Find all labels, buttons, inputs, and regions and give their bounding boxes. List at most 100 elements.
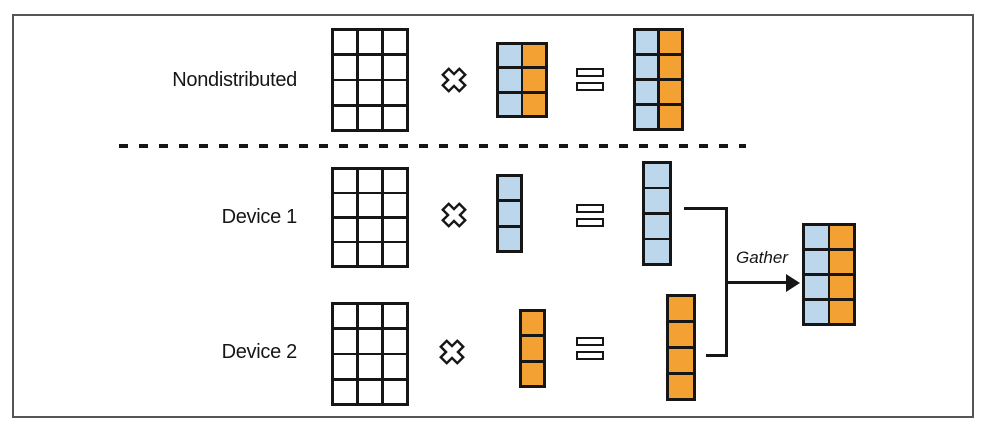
matrix-cell (830, 275, 854, 299)
input-matrix-nondistributed (331, 28, 409, 132)
bracket-vertical (725, 207, 728, 357)
weight-column-device-1 (496, 174, 523, 253)
matrix-cell (668, 374, 694, 399)
matrix-cell (333, 243, 357, 266)
matrix-cell (383, 106, 407, 130)
matrix-cell (383, 30, 407, 54)
matrix-cell (635, 80, 658, 104)
equals-icon (576, 68, 604, 91)
equals-bar (576, 82, 604, 91)
matrix-cell (358, 30, 382, 54)
row-label-device-2: Device 2 (221, 341, 298, 363)
matrix-cell (644, 240, 670, 264)
matrix-cell (358, 81, 382, 105)
matrix-cell (358, 355, 382, 379)
bracket-bottom-stub (706, 354, 728, 357)
matrix-cell (498, 202, 521, 225)
matrix-cell (498, 69, 521, 91)
matrix-cell (333, 81, 357, 105)
matrix-cell (333, 218, 357, 241)
matrix-cell (523, 44, 546, 67)
matrix-cell (333, 169, 357, 192)
matrix-cell (659, 80, 682, 104)
matrix-cell (358, 55, 382, 79)
matrix-cell (383, 55, 407, 79)
matrix-cell (383, 169, 407, 192)
matrix-cell (635, 105, 658, 129)
gathered-result-matrix (802, 223, 856, 326)
matrix-cell (635, 55, 658, 79)
matrix-cell (333, 55, 357, 79)
bracket-top-stub (684, 207, 728, 210)
matrix-cell (804, 300, 828, 324)
matrix-cell (644, 214, 670, 238)
matrix-cell (358, 106, 382, 130)
matrix-cell (383, 243, 407, 266)
equals-bar (576, 337, 604, 346)
matrix-cell (498, 176, 521, 200)
gather-label: Gather (736, 248, 788, 267)
matrix-cell (498, 44, 521, 67)
matrix-cell (668, 348, 694, 373)
equals-bar (576, 351, 604, 360)
matrix-cell (333, 106, 357, 130)
matrix-cell (830, 225, 854, 249)
matrix-cell (644, 163, 670, 187)
output-column-device-1 (642, 161, 672, 266)
gather-arrow-shaft (728, 281, 788, 284)
multiply-icon (438, 338, 466, 366)
matrix-cell (804, 225, 828, 249)
matrix-cell (668, 322, 694, 347)
matrix-cell (383, 355, 407, 379)
matrix-cell (659, 55, 682, 79)
matrix-cell (358, 304, 382, 328)
equals-icon (576, 204, 604, 227)
matrix-cell (383, 329, 407, 353)
equals-bar (576, 204, 604, 213)
matrix-cell (333, 304, 357, 328)
diagram-frame (12, 14, 974, 418)
matrix-cell (358, 329, 382, 353)
matrix-cell (383, 380, 407, 404)
gather-arrow-icon (786, 273, 800, 292)
matrix-cell (521, 311, 544, 335)
matrix-cell (830, 250, 854, 274)
matrix-cell (358, 194, 382, 217)
matrix-cell (358, 243, 382, 266)
matrix-cell (644, 189, 670, 213)
matrix-cell (804, 275, 828, 299)
matrix-cell (383, 194, 407, 217)
matrix-cell (521, 337, 544, 360)
matrix-cell (358, 218, 382, 241)
equals-bar (576, 68, 604, 77)
matrix-cell (659, 30, 682, 54)
multiply-icon (440, 201, 468, 229)
output-column-device-2 (666, 294, 696, 401)
row-label-nondistributed: Nondistributed (172, 69, 297, 91)
equals-icon (576, 337, 604, 360)
matrix-cell (383, 218, 407, 241)
matrix-cell (668, 296, 694, 321)
matrix-cell (358, 169, 382, 192)
matrix-cell (498, 93, 521, 116)
matrix-cell (383, 304, 407, 328)
matrix-cell (333, 194, 357, 217)
matrix-cell (358, 380, 382, 404)
matrix-cell (498, 227, 521, 251)
matrix-cell (635, 30, 658, 54)
matrix-cell (830, 300, 854, 324)
row-label-device-1: Device 1 (221, 206, 298, 228)
input-matrix-device-2 (331, 302, 409, 406)
output-matrix-nondistributed (633, 28, 684, 131)
weight-column-device-2 (519, 309, 546, 388)
matrix-cell (383, 81, 407, 105)
matrix-cell (333, 355, 357, 379)
equals-bar (576, 218, 604, 227)
dashed-divider (119, 144, 746, 148)
multiply-icon (440, 66, 468, 94)
matrix-cell (333, 380, 357, 404)
matrix-cell (521, 362, 544, 386)
weight-matrix-nondistributed (496, 42, 548, 118)
matrix-cell (804, 250, 828, 274)
